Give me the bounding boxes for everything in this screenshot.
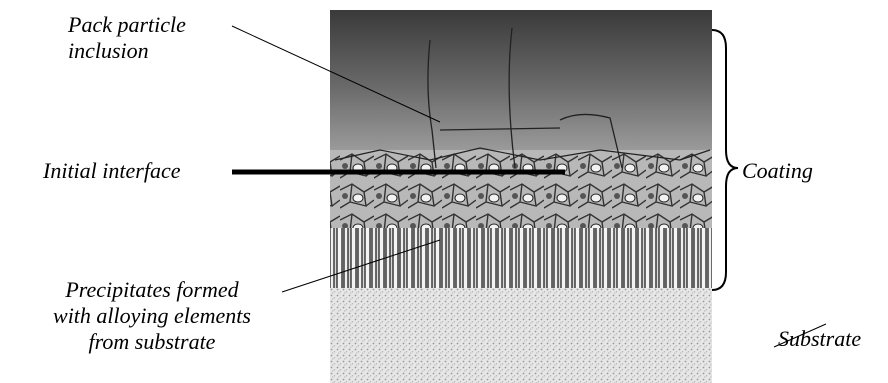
micrograph-image [330, 10, 712, 383]
precipitates-label: Precipitates formed with alloying elemen… [18, 277, 286, 355]
coating-brace [712, 30, 738, 290]
coating-label: Coating [742, 158, 813, 184]
pack-particle-label: Pack particle inclusion [68, 12, 186, 64]
substrate-label: Substrate [778, 326, 861, 352]
initial-interface-label: Initial interface [43, 158, 180, 184]
